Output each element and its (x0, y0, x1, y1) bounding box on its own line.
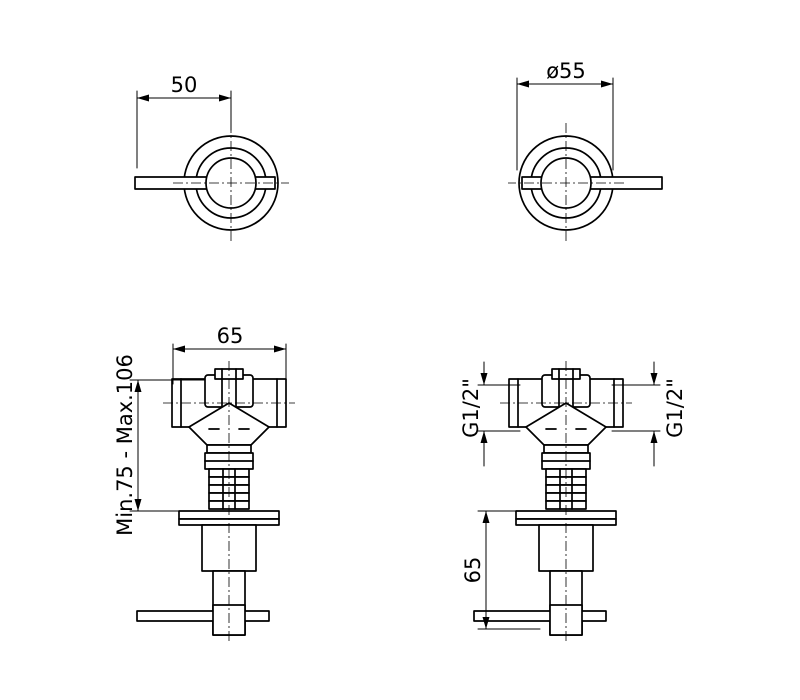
side-view-left: 65 Min.75 - Max.106 (113, 324, 296, 642)
front-view-right: ø55 (507, 59, 663, 244)
side-view-right: G1/2" G1/2" 65 (459, 360, 687, 642)
front-view-left: 50 (134, 73, 290, 244)
dimension-height-65: 65 (461, 557, 485, 584)
dimension-thread-left: G1/2" (459, 378, 483, 438)
dimension-diameter-55: ø55 (546, 59, 586, 83)
dimension-width-50: 50 (171, 73, 198, 97)
dimension-thread-right: G1/2" (663, 378, 687, 438)
dimension-depth-range: Min.75 - Max.106 (113, 354, 137, 536)
dimension-width-65: 65 (217, 324, 244, 348)
